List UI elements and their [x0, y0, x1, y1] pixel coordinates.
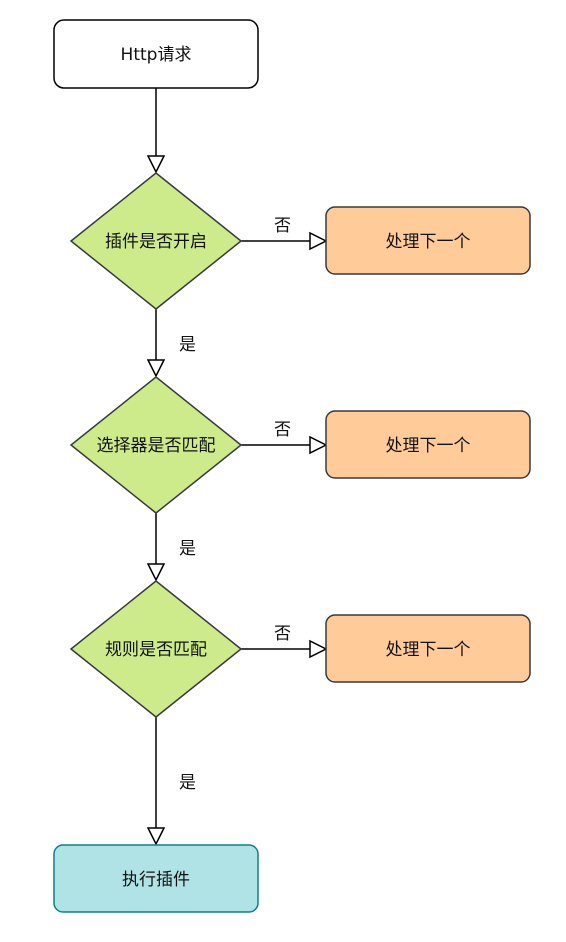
node-label: 处理下一个 [386, 232, 471, 252]
decision-selector-match: 选择器是否匹配 [69, 376, 243, 514]
node-label: 处理下一个 [386, 640, 471, 660]
edge-label-yes-1: 是 [179, 335, 196, 355]
decision-plugin-enabled: 插件是否开启 [69, 172, 243, 310]
node-process-next-3: 处理下一个 [325, 614, 531, 683]
edge-rule-to-execute: 是 [146, 717, 196, 846]
node-label: 规则是否匹配 [105, 640, 207, 660]
edge-label-no-3: 否 [274, 624, 291, 644]
edge-label-yes-3: 是 [179, 773, 196, 793]
arrow-head-icon [309, 435, 328, 455]
edge-label-no-1: 否 [274, 216, 291, 236]
decision-rule-match: 规则是否匹配 [69, 580, 243, 718]
arrow-head-icon [309, 231, 328, 251]
arrow-head-icon [146, 359, 166, 378]
arrow-head-icon [146, 563, 166, 582]
arrow-head-icon [146, 827, 166, 846]
arrow-head-icon [309, 639, 328, 659]
node-label: 选择器是否匹配 [97, 436, 216, 456]
node-execute-plugin: 执行插件 [53, 844, 259, 913]
node-label: 执行插件 [122, 870, 190, 890]
edge-rule-to-next: 否 [241, 624, 328, 659]
arrow-head-icon [146, 155, 166, 174]
node-http-request: Http请求 [53, 19, 259, 89]
node-label: 插件是否开启 [105, 232, 207, 252]
edge-selector-to-rule: 是 [146, 513, 196, 582]
edge-start-to-plugin [146, 88, 166, 174]
edge-plugin-to-selector: 是 [146, 309, 196, 378]
node-shape [54, 20, 258, 88]
edge-label-no-2: 否 [274, 420, 291, 440]
edge-plugin-to-next: 否 [241, 216, 328, 251]
node-label: 处理下一个 [386, 436, 471, 456]
node-process-next-2: 处理下一个 [325, 410, 531, 479]
edge-selector-to-next: 否 [241, 420, 328, 455]
edge-label-yes-2: 是 [179, 539, 196, 559]
node-process-next-1: 处理下一个 [325, 206, 531, 275]
node-label: Http请求 [121, 45, 192, 65]
